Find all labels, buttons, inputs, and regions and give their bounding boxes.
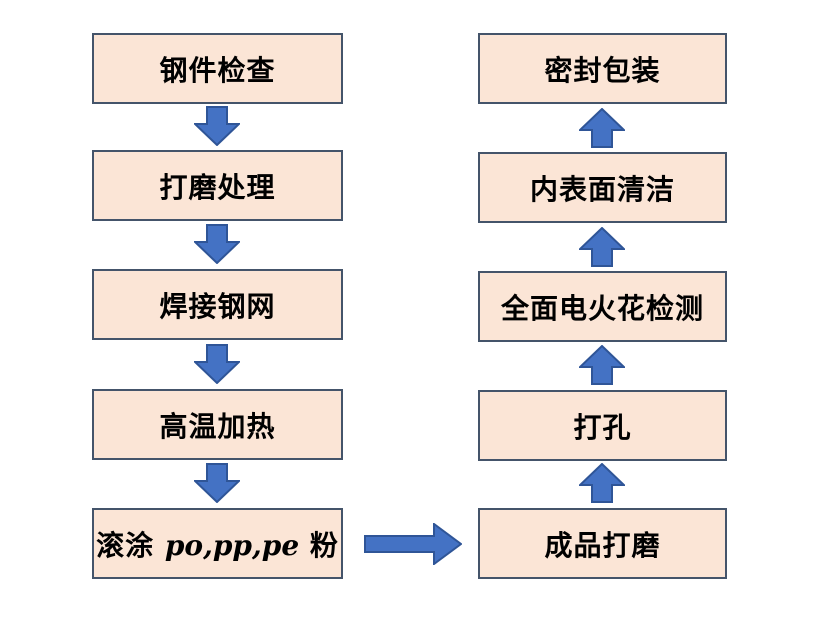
right-arrow-icon — [364, 523, 462, 565]
step-inner-surface-cleaning: 内表面清洁 — [478, 152, 727, 223]
powder-types-text: po,pp,pe — [164, 528, 300, 562]
down-arrow-icon — [194, 106, 240, 146]
step-high-temp-heating: 高温加热 — [92, 389, 343, 460]
up-arrow-icon — [579, 108, 625, 148]
step-label: 高温加热 — [159, 409, 276, 443]
step-label: 密封包装 — [544, 53, 661, 87]
step-label: 成品打磨 — [544, 528, 661, 562]
step-sealed-packaging: 密封包装 — [478, 33, 727, 104]
step-label: 打磨处理 — [159, 170, 276, 204]
step-steel-inspection: 钢件检查 — [92, 33, 343, 104]
step-grinding-treatment: 打磨处理 — [92, 150, 343, 221]
step-label: 内表面清洁 — [529, 172, 675, 206]
up-arrow-icon — [579, 463, 625, 503]
up-arrow-icon — [579, 227, 625, 267]
step-finished-product-grinding: 成品打磨 — [478, 508, 727, 579]
step-drilling: 打孔 — [478, 390, 727, 461]
down-arrow-icon — [194, 224, 240, 264]
up-arrow-icon — [579, 345, 625, 385]
down-arrow-icon — [194, 344, 240, 384]
step-label: 全面电火花检测 — [500, 291, 704, 325]
down-arrow-icon — [194, 463, 240, 503]
step-spark-testing: 全面电火花检测 — [478, 271, 727, 342]
step-label: 打孔 — [573, 410, 632, 444]
step-mesh-welding: 焊接钢网 — [92, 269, 343, 340]
step-label: 钢件检查 — [159, 53, 276, 87]
step-label: 滚涂 po,pp,pe 粉 — [96, 528, 339, 562]
step-label: 焊接钢网 — [159, 289, 276, 323]
step-powder-roll-coating: 滚涂 po,pp,pe 粉 — [92, 508, 343, 579]
